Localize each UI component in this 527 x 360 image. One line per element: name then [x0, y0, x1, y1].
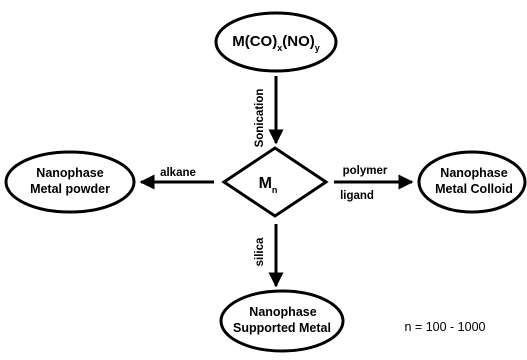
- edge-label-silica: silica: [254, 237, 266, 266]
- center-main: M: [259, 175, 272, 192]
- edge-label-alkane: alkane: [160, 167, 196, 179]
- center-node-formula: Mn: [259, 175, 278, 195]
- bottom-node: Nanophase Supported Metal: [219, 289, 345, 353]
- bottom-node-line2: Supported Metal: [233, 321, 331, 335]
- source-node-formula: M(CO)x(NO)y: [232, 33, 320, 53]
- center-sub: n: [272, 185, 278, 195]
- source-main: M(CO): [232, 33, 277, 50]
- left-node: Nanophase Metal powder: [4, 150, 136, 214]
- source-mid: (NO): [282, 33, 315, 50]
- center-node-diamond: [221, 146, 329, 218]
- footnote: n = 100 - 1000: [405, 320, 486, 334]
- source-node: M(CO)x(NO)y: [214, 11, 338, 73]
- center-node: Mn: [221, 146, 329, 218]
- source-sub-y: y: [315, 43, 320, 53]
- right-node-line1: Nanophase: [440, 166, 507, 180]
- bottom-node-line1: Nanophase: [249, 305, 316, 319]
- left-node-ellipse: [4, 150, 136, 214]
- bottom-node-ellipse: [219, 289, 345, 353]
- left-node-line2: Metal powder: [30, 182, 110, 196]
- right-node: Nanophase Metal Colloid: [417, 150, 527, 214]
- source-node-ellipse: [214, 11, 338, 73]
- right-node-line2: Metal Colloid: [435, 182, 513, 196]
- edge-label-ligand: ligand: [340, 190, 374, 202]
- right-node-ellipse: [417, 150, 527, 214]
- edge-label-sonication: Sonication: [254, 89, 266, 148]
- source-sub-x: x: [277, 43, 282, 53]
- left-node-line1: Nanophase: [36, 166, 103, 180]
- edge-label-polymer: polymer: [343, 165, 388, 177]
